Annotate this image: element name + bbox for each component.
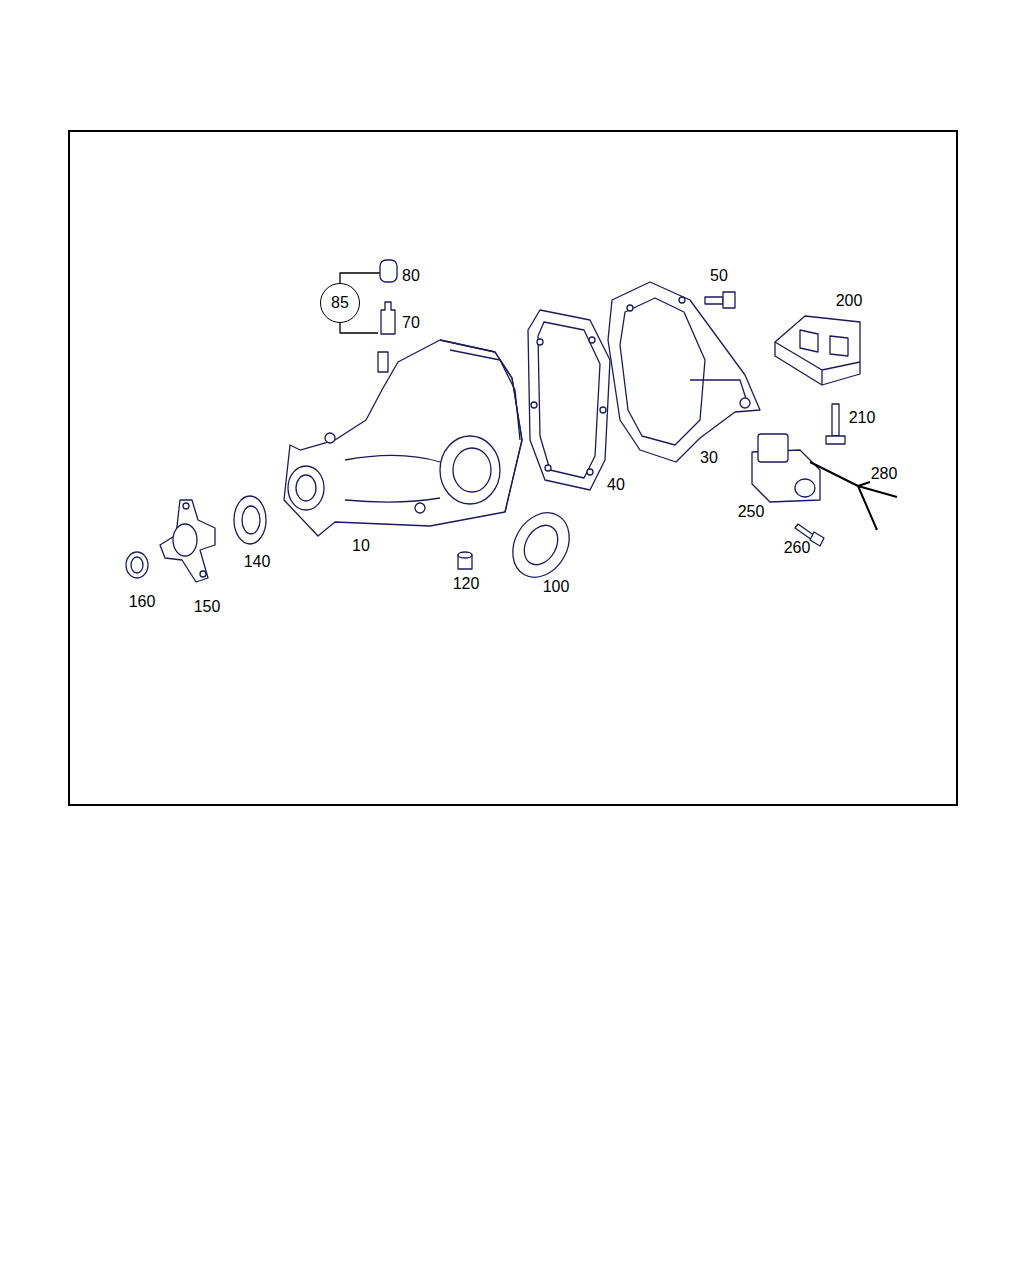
plug [458,552,472,569]
callout-number: 200 [836,293,863,309]
frame [69,131,957,805]
callout-number: 100 [543,579,570,595]
callout-number: 260 [784,540,811,556]
callout-number: 120 [453,576,480,592]
nut [126,552,148,578]
callout-number: 210 [849,410,876,426]
callout-number: 250 [738,504,765,520]
pad [775,316,860,385]
actuator [752,434,820,502]
callout-number: 140 [244,554,271,570]
seal [501,503,580,588]
axle-housing [284,340,522,536]
gasket [528,310,610,490]
callout-number: 280 [871,466,898,482]
cover [608,282,760,462]
callout-number: 50 [710,268,728,284]
callout-number: 70 [402,315,420,331]
group-number: 85 [331,295,349,311]
breather [381,302,395,334]
bolt [705,292,735,308]
callout-number: 150 [194,599,221,615]
callout-number: 80 [402,268,420,284]
seal [234,496,266,544]
callout-number: 10 [352,538,370,554]
group-circle: 85 [320,283,360,323]
cap [380,260,397,282]
callout-number: 30 [700,450,718,466]
flange [160,500,215,582]
callout-number: 160 [129,594,156,610]
bolt [826,404,845,444]
wire [810,462,897,530]
callout-number: 40 [607,477,625,493]
